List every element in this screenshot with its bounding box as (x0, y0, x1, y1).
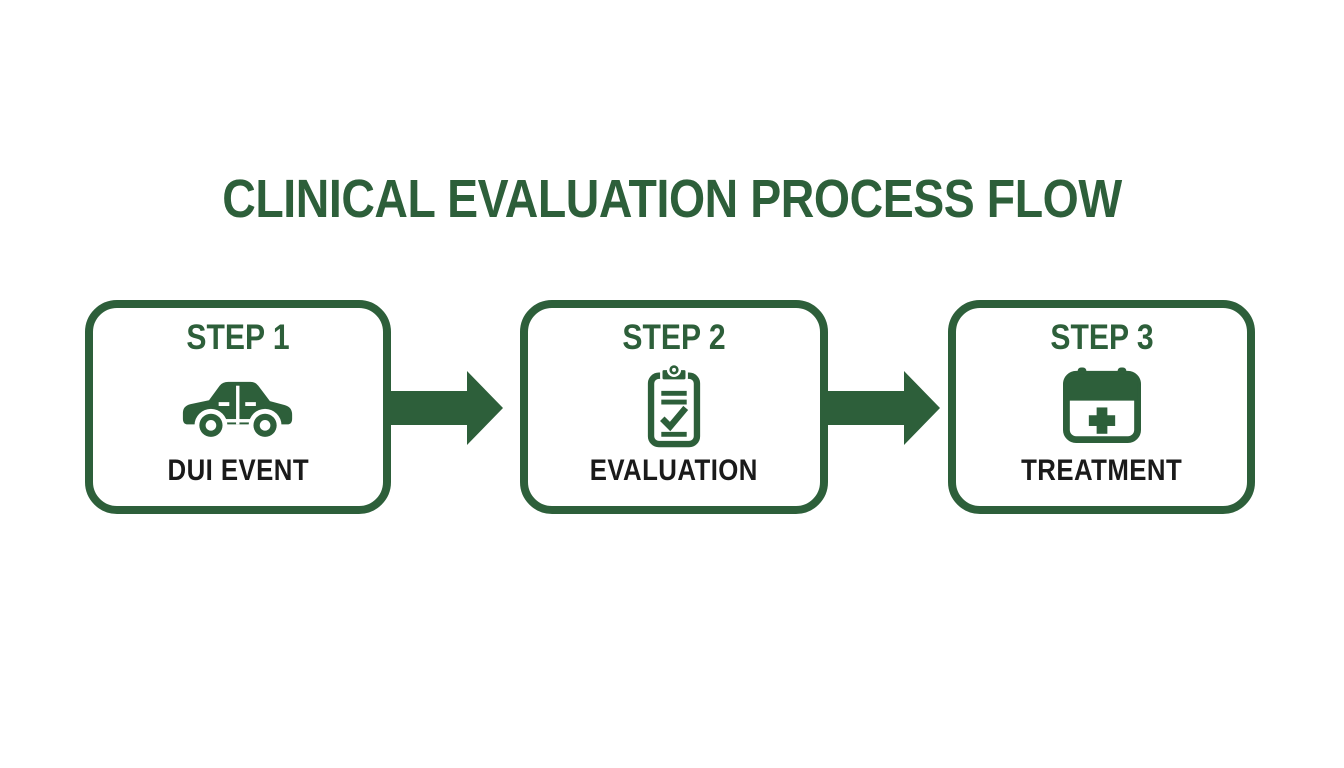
calendar-plus-icon (1062, 364, 1141, 448)
step-3-name: TREATMENT (1008, 456, 1195, 486)
step-card-treatment: STEP 3 TREATMENT (948, 300, 1255, 514)
diagram-title: CLINICAL EVALUATION PROCESS FLOW (0, 169, 1344, 229)
step-1-name-text: DUI EVENT (167, 454, 309, 487)
step-3-name-text: TREATMENT (1020, 454, 1183, 487)
step-1-label: STEP 1 (178, 320, 298, 355)
clipboard-check-icon (646, 363, 702, 448)
step-1-name: DUI EVENT (156, 456, 321, 486)
step-3-label-text: STEP 3 (1049, 318, 1154, 357)
car-icon (180, 364, 296, 448)
step-3-label: STEP 3 (1042, 320, 1162, 355)
step-card-dui-event: STEP 1 DUI EVENT (85, 300, 391, 514)
step-card-evaluation: STEP 2 EVALUATION (520, 300, 828, 514)
diagram-title-text: CLINICAL EVALUATION PROCESS FLOW (222, 169, 1122, 229)
arrow-right-icon (391, 371, 503, 445)
step-1-label-text: STEP 1 (186, 318, 290, 357)
step-2-name: EVALUATION (576, 456, 772, 486)
arrow-right-icon (828, 371, 940, 445)
step-2-label-text: STEP 2 (622, 318, 726, 357)
step-2-name-text: EVALUATION (589, 454, 759, 487)
step-2-label: STEP 2 (614, 320, 734, 355)
